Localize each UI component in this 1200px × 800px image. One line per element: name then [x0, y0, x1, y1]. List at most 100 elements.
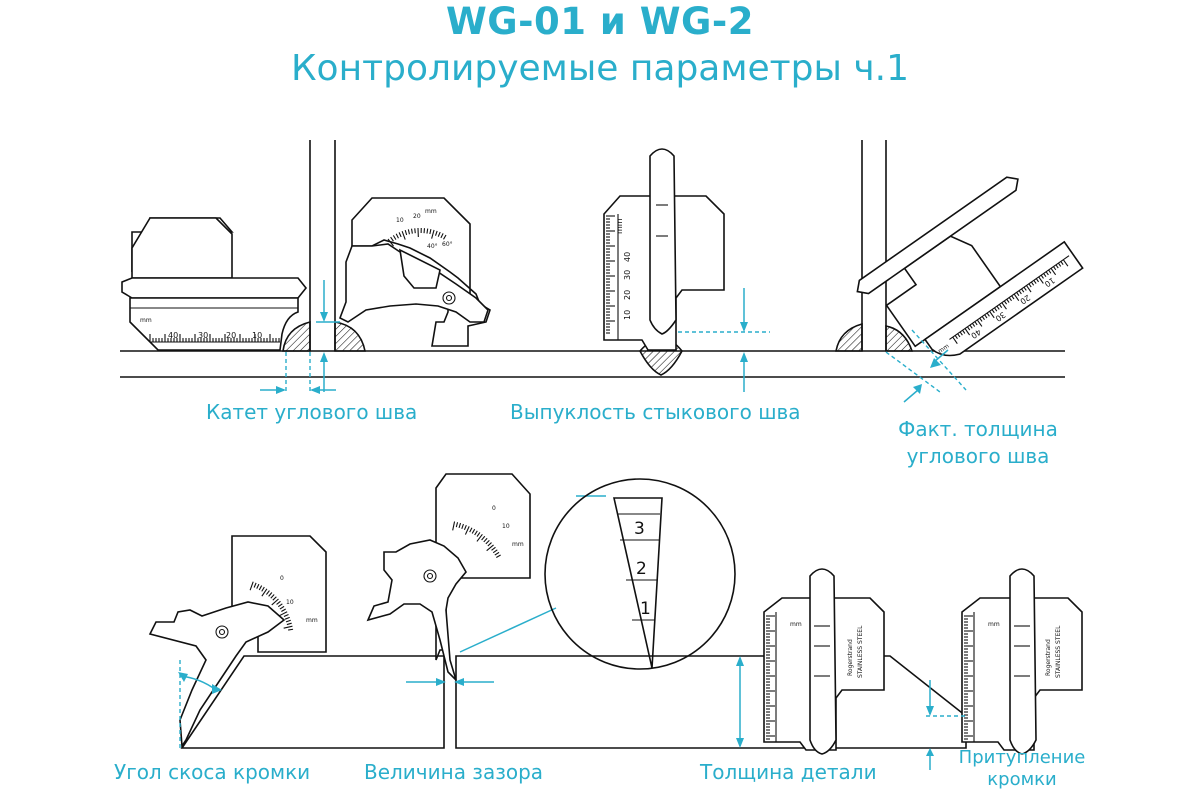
tick-mark: [1057, 262, 1062, 267]
tick-mark: [1021, 288, 1025, 293]
gauge-bevel-angle: 0 10 mm: [148, 535, 327, 749]
tick-mark: [270, 594, 275, 599]
tick-mark: [278, 611, 288, 617]
tick-mark: [429, 229, 432, 235]
svg-text:10: 10: [623, 310, 632, 320]
tick-mark: [998, 304, 1003, 309]
tick-mark: [390, 236, 394, 242]
tick-mark: [281, 608, 286, 612]
svg-text:40°: 40°: [427, 243, 438, 250]
tick-mark: [1013, 293, 1020, 301]
tick-mark: [476, 533, 483, 542]
tick-mark: [463, 524, 467, 530]
svg-text:60°: 60°: [442, 241, 453, 248]
dim-fillet-leg: [260, 280, 340, 394]
svg-text:STAINLESS STEEL: STAINLESS STEEL: [857, 625, 864, 678]
tick-mark: [991, 309, 995, 314]
tick-mark: [434, 230, 438, 236]
tick-mark: [976, 319, 983, 327]
ruler-num: 30: [198, 331, 208, 340]
tick-mark: [485, 539, 490, 545]
tick-mark: [1050, 267, 1057, 276]
svg-text:40: 40: [623, 252, 632, 262]
tick-mark: [1006, 298, 1010, 303]
tick-mark: [387, 238, 394, 247]
tick-mark: [398, 232, 402, 238]
ruler-num: 20: [226, 331, 236, 340]
tick-mark: [261, 588, 268, 597]
svg-text:mm: mm: [790, 621, 802, 628]
tick-mark: [395, 233, 399, 239]
tick-mark: [969, 324, 973, 329]
label-fillet-leg: Катет углового шва: [206, 400, 418, 424]
svg-text:mm: mm: [615, 218, 624, 234]
dim-butt-convexity: [678, 288, 770, 392]
tick-mark: [285, 619, 291, 623]
label-gap-size: Величина зазора: [364, 760, 544, 784]
gauge-fillet-leg: 40 30 20 10 mm: [121, 217, 308, 351]
tick-mark: [253, 582, 257, 588]
diagram-title: WG-01 и WG-2: [446, 0, 754, 43]
svg-text:20: 20: [413, 213, 421, 220]
label-root-face-line1: Притупление: [958, 747, 1086, 768]
tick-mark: [249, 581, 254, 591]
tick-mark: [443, 234, 447, 240]
tick-mark: [288, 628, 294, 631]
tick-mark: [1008, 297, 1012, 302]
tick-mark: [989, 310, 995, 319]
tick-mark: [277, 603, 283, 608]
dim-root-face: [926, 680, 966, 770]
tick-mark: [962, 329, 966, 334]
label-bevel-angle: Угол скоса кромки: [114, 760, 311, 784]
tick-mark: [1048, 269, 1052, 274]
tick-mark: [265, 590, 270, 595]
tick-mark: [1043, 273, 1047, 278]
tick-mark: [1016, 292, 1020, 296]
svg-text:Rogerstrand: Rogerstrand: [847, 639, 854, 676]
tick-mark: [1038, 276, 1044, 284]
svg-text:10: 10: [502, 523, 510, 530]
tick-mark: [271, 598, 279, 606]
tick-mark: [471, 528, 476, 534]
gauge-root-face: mm Rogerstrand STAINLESS STEEL: [961, 568, 1083, 755]
label-butt-convexity: Выпуклость стыкового шва: [510, 400, 801, 424]
tick-mark: [469, 527, 473, 533]
tick-mark: [268, 592, 273, 597]
tick-mark: [476, 532, 481, 537]
tick-mark: [483, 537, 488, 543]
zoom-inset: 3 2 1: [459, 478, 736, 670]
arc-ticks-gap: [452, 521, 501, 558]
ruler-num: 40: [168, 331, 178, 340]
tick-mark: [256, 583, 260, 589]
tick-mark: [492, 549, 498, 554]
tick-mark: [286, 622, 292, 626]
tick-mark: [272, 596, 277, 601]
tick-mark: [1025, 285, 1032, 293]
tick-mark: [952, 336, 958, 344]
tick-mark: [1053, 266, 1057, 271]
diagram-subtitle: Контролируемые параметры ч.1: [291, 48, 909, 89]
dim-gap: [406, 678, 494, 686]
tick-mark: [407, 229, 411, 235]
tick-mark: [481, 535, 486, 541]
svg-text:Rogerstrand: Rogerstrand: [1045, 639, 1052, 676]
svg-text:20: 20: [623, 290, 632, 300]
tick-mark: [996, 305, 1000, 310]
tick-mark: [1011, 295, 1015, 300]
svg-text:mm: mm: [306, 617, 318, 624]
tick-mark: [461, 523, 464, 529]
label-root-face: Притупление кромки: [954, 747, 1090, 791]
ruler-ticks-1: [149, 334, 280, 342]
tick-mark: [261, 586, 265, 592]
tick-mark: [283, 613, 289, 618]
label-fillet-throat: Факт. толщина углового шва: [898, 416, 1058, 470]
tick-mark: [1055, 264, 1059, 269]
ruler-ticks-3: [606, 215, 615, 334]
tick-mark: [957, 333, 961, 338]
tick-mark: [458, 522, 462, 529]
tick-mark: [974, 321, 978, 326]
dim-fillet-throat: [885, 329, 967, 403]
svg-text:0: 0: [492, 505, 496, 512]
tick-mark: [979, 317, 983, 322]
